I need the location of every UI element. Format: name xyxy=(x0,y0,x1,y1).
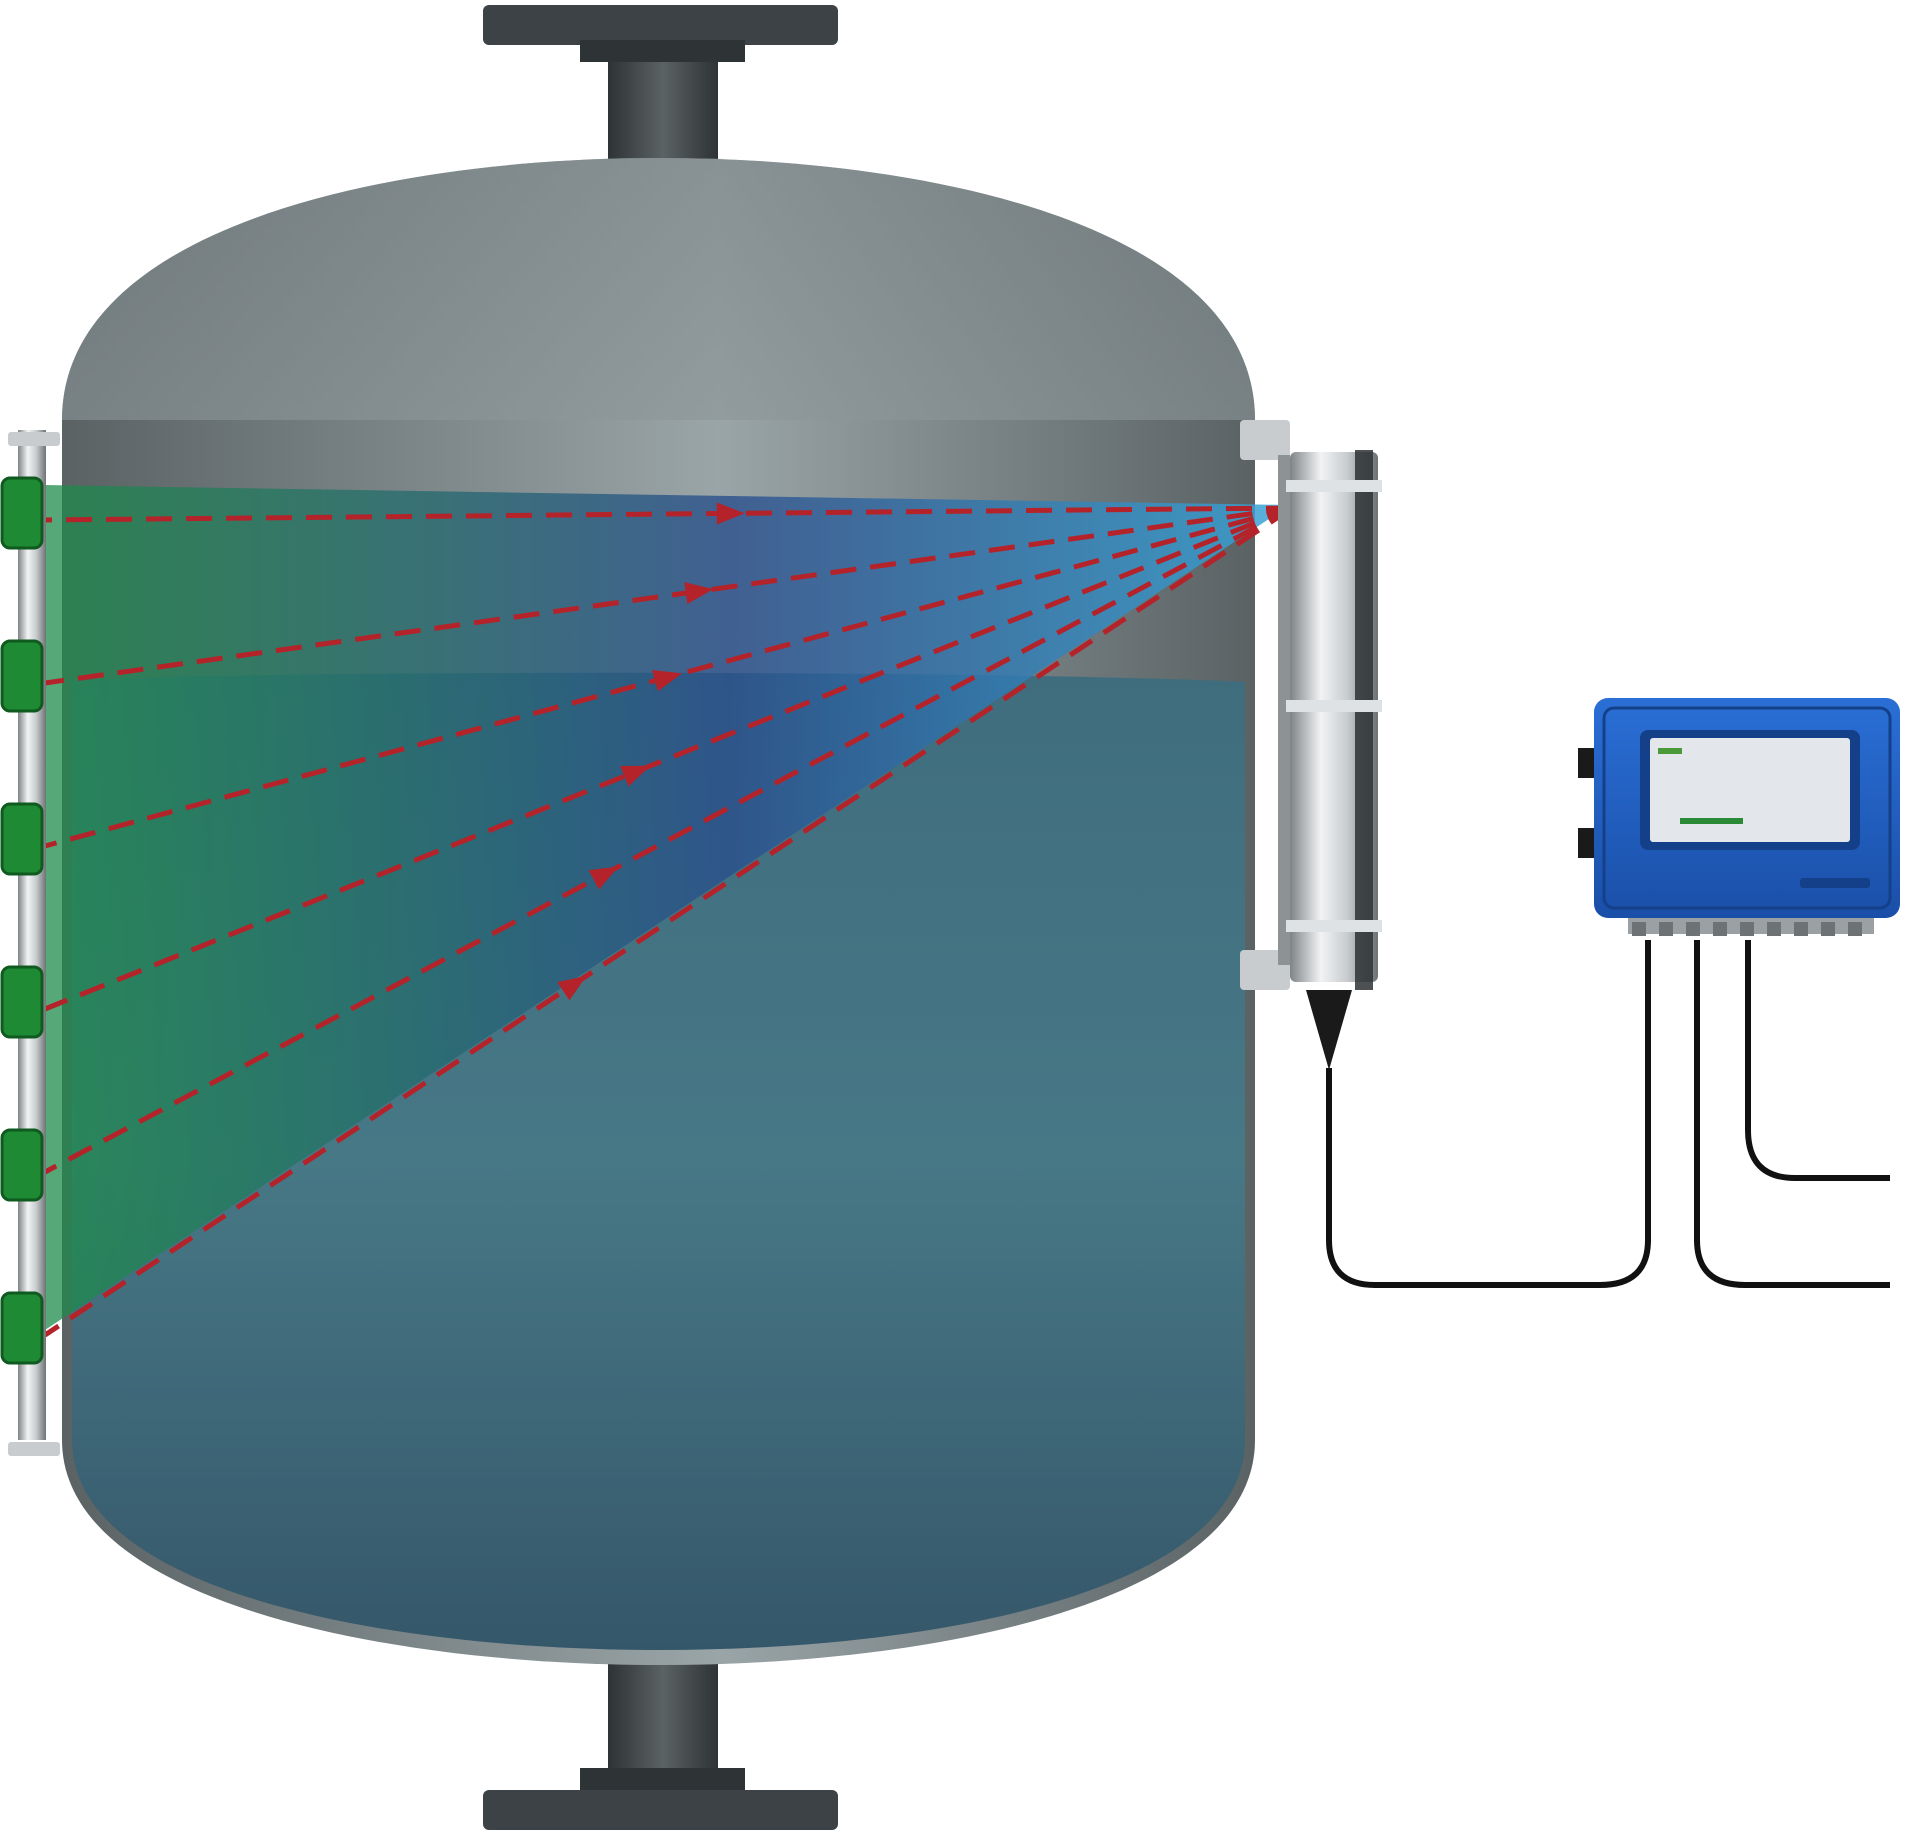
controller-level-bar xyxy=(1680,818,1743,824)
detector xyxy=(0,1128,44,1202)
cable-gland xyxy=(1740,922,1754,936)
cable-gland xyxy=(1659,922,1673,936)
cable-gland xyxy=(1767,922,1781,936)
detector-array xyxy=(0,430,60,1456)
top-nozzle xyxy=(483,5,838,170)
source-holder xyxy=(1240,420,1382,1070)
controller-screen xyxy=(1650,738,1850,842)
beam-arrow-icon xyxy=(620,765,651,787)
cable-gland xyxy=(1821,922,1835,936)
beam-fan xyxy=(45,485,1290,1330)
cable-gland xyxy=(1713,922,1727,936)
beam-arrow-icon xyxy=(716,502,745,525)
bottom-nozzle xyxy=(483,1660,838,1830)
cable-gland xyxy=(1794,922,1808,936)
beam-group xyxy=(43,502,1294,1338)
beam-line xyxy=(44,505,1293,1012)
detector xyxy=(0,802,44,876)
cable-gland xyxy=(1686,922,1700,936)
detector xyxy=(0,965,44,1039)
cables xyxy=(1326,940,1890,1288)
detector xyxy=(0,476,44,550)
cable-gland-icon xyxy=(1306,990,1352,1070)
controller xyxy=(1578,698,1900,936)
beam-line xyxy=(44,505,1293,686)
beam-arrow-icon xyxy=(588,866,619,890)
cable-gland xyxy=(1632,922,1646,936)
beam-arrow-icon xyxy=(652,670,683,692)
beam-arrow-icon xyxy=(684,582,714,604)
cable-gland xyxy=(1848,922,1862,936)
detector xyxy=(0,1291,44,1365)
detector xyxy=(0,639,44,713)
beam-line xyxy=(43,505,1294,1338)
beam-arrow-icon xyxy=(557,975,587,1001)
beam-line xyxy=(43,505,1294,1175)
beam-line xyxy=(44,505,1293,523)
